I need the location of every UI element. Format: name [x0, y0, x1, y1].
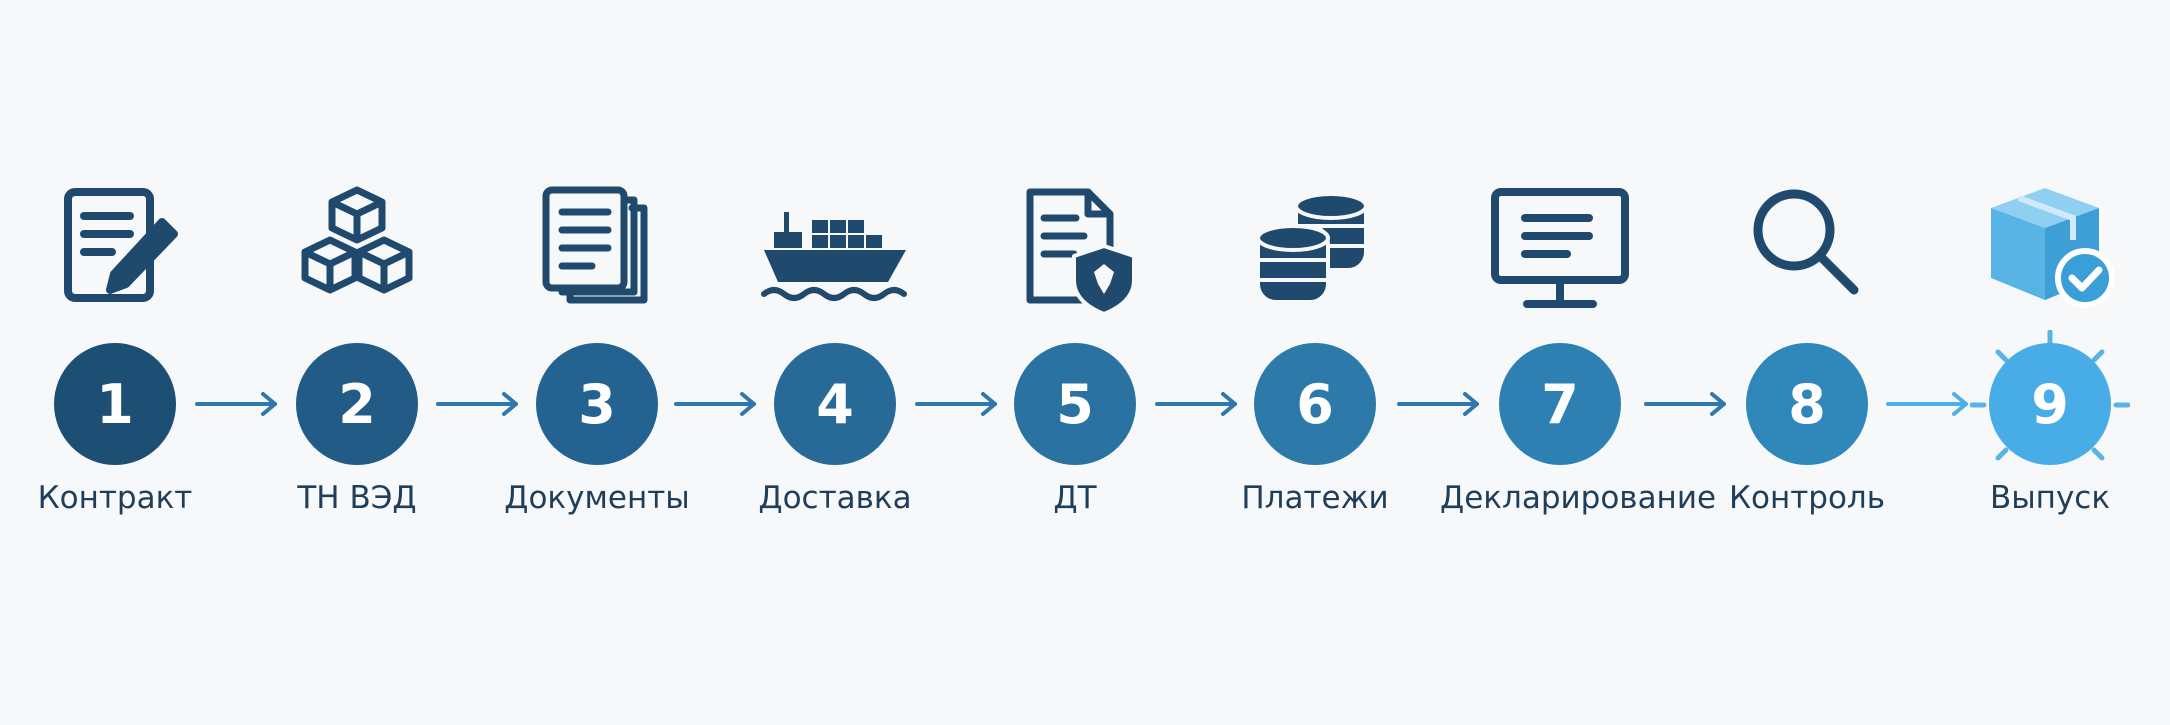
- step-label: Декларирование: [1440, 480, 1717, 516]
- step-5: 5 ДТ: [955, 0, 1195, 725]
- arrow-right-icon: [913, 384, 1003, 424]
- step-label: Документы: [504, 480, 690, 516]
- highlight-rays: [1970, 330, 2130, 480]
- step-label: ТН ВЭД: [297, 480, 417, 516]
- step-number-badge: 1: [54, 343, 176, 465]
- step-9: 9 Выпуск: [1930, 0, 2170, 725]
- documents-icon: [522, 180, 672, 330]
- cubes-icon: [282, 180, 432, 330]
- coins-icon: [1240, 180, 1390, 330]
- step-number-badge: 8: [1746, 343, 1868, 465]
- arrow-right-icon: [1395, 384, 1485, 424]
- step-1: 1 Контракт: [0, 0, 235, 725]
- contract-pen-icon: [40, 180, 190, 330]
- step-6: 6 Платежи: [1195, 0, 1435, 725]
- step-label: Контроль: [1728, 480, 1886, 516]
- cargo-ship-icon: [760, 180, 910, 330]
- step-number-badge: 6: [1254, 343, 1376, 465]
- step-label: Выпуск: [1989, 480, 2111, 516]
- arrow-right-icon: [1884, 384, 1974, 424]
- monitor-icon: [1485, 180, 1635, 330]
- step-number-badge: 3: [536, 343, 658, 465]
- step-number-badge: 7: [1499, 343, 1621, 465]
- step-number-badge: 2: [296, 343, 418, 465]
- step-7: 7 Декларирование: [1440, 0, 1717, 725]
- step-8: 8 Контроль: [1687, 0, 1927, 725]
- package-check-icon: [1975, 180, 2125, 330]
- step-label: ДТ: [1053, 480, 1097, 516]
- step-label: Платежи: [1241, 480, 1389, 516]
- step-label: Контракт: [37, 480, 193, 516]
- step-number-badge: 4: [774, 343, 896, 465]
- arrow-right-icon: [672, 384, 762, 424]
- step-2: 2 ТН ВЭД: [237, 0, 477, 725]
- arrow-right-icon: [193, 384, 283, 424]
- step-number-badge: 5: [1014, 343, 1136, 465]
- declaration-emblem-icon: [1000, 180, 1150, 330]
- arrow-right-icon: [1153, 384, 1243, 424]
- magnifier-icon: [1732, 180, 1882, 330]
- arrow-right-icon: [1642, 384, 1732, 424]
- step-number-badge: 9: [1989, 343, 2111, 465]
- step-3: 3 Документы: [477, 0, 717, 725]
- step-4: 4 Доставка: [715, 0, 955, 725]
- arrow-right-icon: [434, 384, 524, 424]
- step-label: Доставка: [758, 480, 912, 516]
